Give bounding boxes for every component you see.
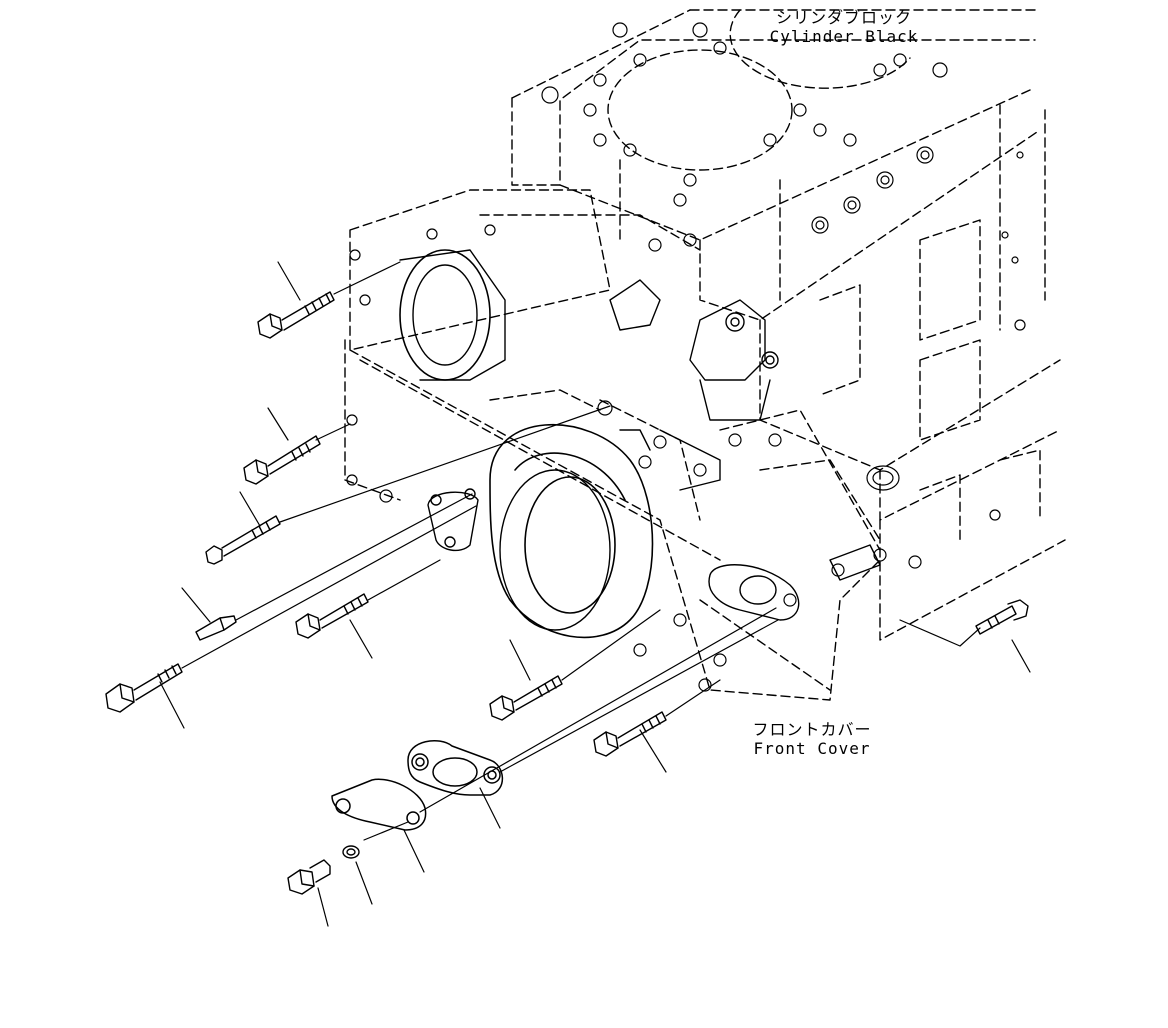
front-cover-port (708, 564, 800, 621)
plug-bolt (287, 859, 331, 895)
front-cover-label-en: Front Cover (753, 739, 871, 758)
front-cover-holes (346, 224, 922, 692)
small-flange (427, 488, 479, 552)
cylinder-block-label-jp: シリンダブロック (775, 8, 912, 27)
front-cover-label-jp: フロントカバー (752, 720, 872, 739)
cylinder-bore (607, 9, 911, 171)
flange-bolt-lower-center (489, 675, 563, 721)
washer (342, 845, 360, 859)
long-flange-bolt (105, 663, 183, 713)
flange-bolt-upper (257, 291, 335, 339)
upper-housing-opening (399, 249, 506, 381)
flange-bolt-lower-right (593, 711, 667, 757)
cylinder-block-label-en: Cylinder Black (769, 27, 919, 46)
leader-lines (159, 261, 1031, 927)
cylinder-block-outline (511, 9, 1066, 641)
flange-bolt-center (295, 593, 369, 639)
flange-bolt-right (975, 599, 1029, 635)
block-holes (541, 22, 1026, 521)
crankshaft-seal-bore (489, 423, 654, 639)
boss-bracket (609, 279, 881, 581)
stud-bolt (205, 515, 281, 565)
cover-plate (331, 778, 427, 831)
gasket (407, 739, 504, 796)
dowel-pin (195, 615, 237, 641)
flange-bolt-middle-left (243, 435, 321, 485)
front-cover-outline (344, 189, 881, 701)
